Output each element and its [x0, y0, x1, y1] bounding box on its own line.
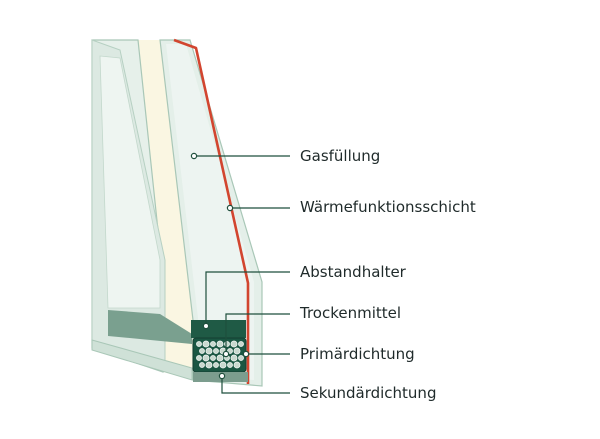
leader-secondary-seal — [221, 376, 290, 394]
leader-desiccant — [225, 313, 290, 354]
outer-pane-edge-shade — [108, 310, 192, 344]
outer-pane-inner-face — [99, 55, 161, 309]
spacer-bar — [191, 320, 246, 338]
leader-spacer — [205, 271, 290, 326]
desiccant-bead — [213, 362, 219, 368]
desiccant-bead — [230, 354, 238, 362]
desiccant-bead — [205, 361, 213, 369]
gas-cavity — [138, 40, 193, 380]
marker-desiccant — [222, 350, 230, 358]
desiccant-bead — [210, 355, 216, 361]
desiccant-bead — [219, 361, 227, 369]
desiccant-bead — [213, 348, 219, 354]
desiccant-bead — [216, 354, 224, 362]
marker-spacer — [202, 322, 210, 330]
label-spacer: Abstandhalter — [300, 263, 407, 281]
desiccant-bead — [238, 341, 244, 347]
desiccant-bead — [210, 341, 216, 347]
desiccant-bead — [233, 347, 241, 355]
desiccant-bead — [233, 361, 241, 369]
desiccant-bead — [199, 348, 205, 354]
desiccant-bead — [230, 340, 238, 348]
outer-pane-bottom-edge — [91, 339, 193, 381]
label-desiccant: Trockenmittel — [299, 304, 401, 322]
marker-coating — [226, 204, 234, 212]
desiccant-bead — [202, 340, 210, 348]
outer-glass-pane — [91, 39, 193, 381]
desiccant-bead — [205, 347, 213, 355]
desiccant-bead — [196, 355, 202, 361]
inner-pane-highlight — [166, 44, 254, 380]
marker-gas — [190, 152, 198, 160]
marker-primary-seal — [242, 350, 250, 358]
label-primary-seal: Primärdichtung — [300, 345, 415, 363]
desiccant-bead — [216, 340, 224, 348]
thermal-coating-line — [173, 38, 250, 384]
label-gas-filling: Gasfüllung — [300, 147, 380, 165]
desiccant-bead — [196, 341, 202, 347]
marker-secondary-seal — [218, 372, 226, 380]
desiccant-bead — [227, 362, 233, 368]
desiccant-bead — [199, 362, 205, 368]
desiccant-bead — [238, 355, 244, 361]
label-thermal-coating: Wärmefunktionsschicht — [300, 198, 476, 216]
desiccant-beads — [196, 340, 244, 369]
label-secondary-seal: Sekundärdichtung — [300, 384, 436, 402]
desiccant-bead — [202, 354, 210, 362]
desiccant-bead — [224, 341, 230, 347]
